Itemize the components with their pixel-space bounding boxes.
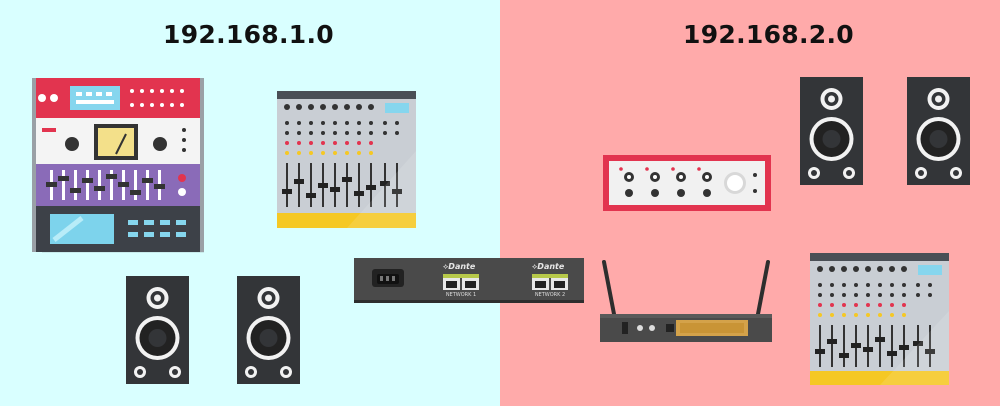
dante-logo-icon: ⟡ [443,262,449,271]
ethernet-port-icon [462,278,479,290]
dante-logo-icon: ⟡ [532,262,538,271]
ethernet-port-icon [551,278,568,290]
mixer-icon [277,91,416,228]
right-network-label: 192.168.2.0 [683,20,854,49]
wireless-receiver-icon [600,260,772,342]
speaker-icon [907,77,970,185]
dante-logo: ⟡Dante [443,262,476,271]
power-inlet-icon [372,269,404,287]
left-network-label: 192.168.1.0 [163,20,334,49]
speaker-icon [126,276,189,384]
dante-logo: ⟡Dante [532,262,565,271]
port-label: NETWORK 2 [534,292,566,298]
ethernet-port-icon [532,278,549,290]
port-label: NETWORK 1 [445,292,477,298]
audio-interface-icon [603,155,771,211]
network-port-1: ⟡Dante NETWORK 1 [439,262,483,300]
rack-stack-icon [32,78,204,253]
network-port-2: ⟡Dante NETWORK 2 [528,262,572,300]
dante-bridge-device: ⟡Dante NETWORK 1 ⟡Dante NETWORK 2 [354,258,584,303]
speaker-icon [800,77,863,185]
mixer-icon [810,253,949,385]
speaker-icon [237,276,300,384]
ethernet-port-icon [443,278,460,290]
